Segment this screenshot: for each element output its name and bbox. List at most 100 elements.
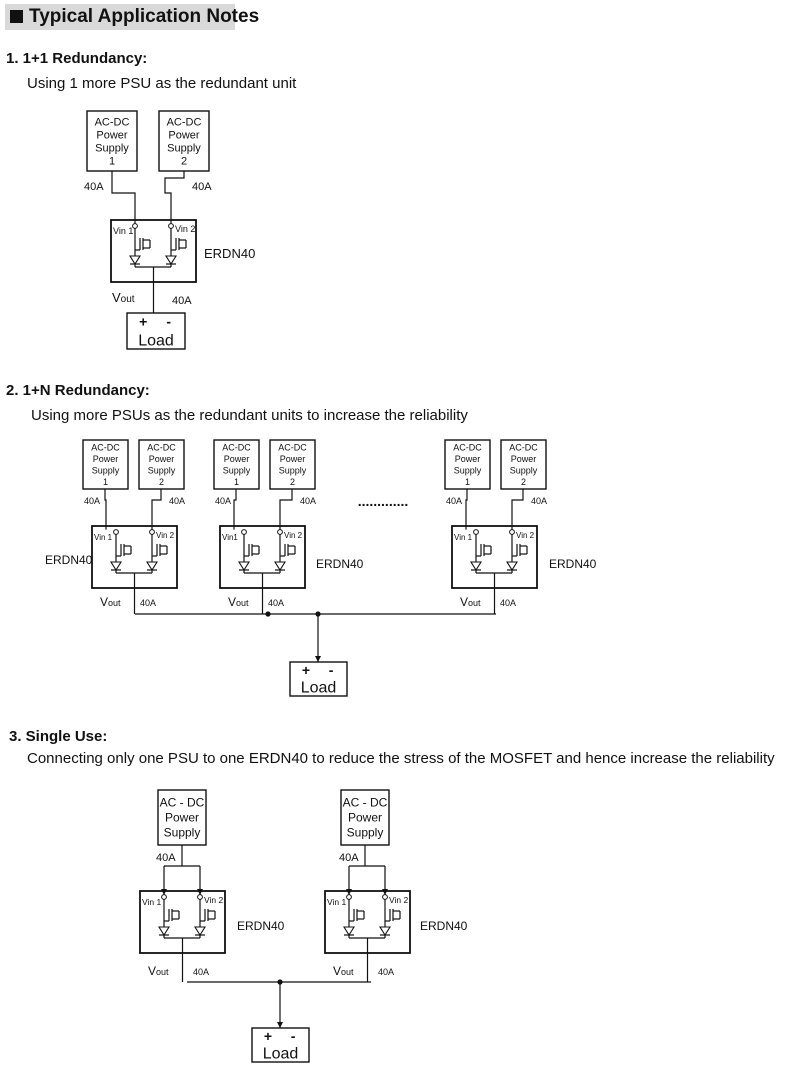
load-minus-label: - bbox=[329, 662, 334, 678]
vin2-terminal-icon bbox=[149, 529, 155, 535]
arrow-down-icon bbox=[277, 1022, 283, 1028]
current-label: 40A bbox=[531, 496, 547, 506]
vin2-label: Vin 2 bbox=[284, 531, 303, 540]
psu-label: Supply bbox=[164, 826, 201, 840]
psu-label: Power bbox=[224, 454, 250, 464]
module-label: ERDN40 bbox=[237, 919, 285, 933]
psu-label: 1 bbox=[234, 477, 239, 487]
vout-label: Vout bbox=[148, 964, 169, 978]
load-label: Load bbox=[263, 1046, 299, 1063]
header-square-icon bbox=[10, 10, 23, 23]
vout-sub: out bbox=[341, 967, 354, 977]
section-header: Typical Application Notes bbox=[5, 4, 259, 30]
psu-label: Supply bbox=[92, 465, 120, 475]
psu-box bbox=[269, 439, 316, 490]
vin2-label: Vin 2 bbox=[156, 531, 175, 540]
vin1-label: Vin 1 bbox=[327, 897, 346, 907]
current-label: 40A bbox=[84, 181, 104, 193]
wire bbox=[104, 489, 107, 530]
section-1-description: Using 1 more PSU as the redundant unit bbox=[27, 75, 297, 92]
vout-label: Vout bbox=[112, 290, 135, 305]
vout-sub: out bbox=[121, 294, 135, 305]
arrow-down-icon bbox=[346, 889, 352, 895]
psu-label: Power bbox=[165, 811, 199, 825]
psu-box bbox=[82, 439, 129, 490]
load-label: Load bbox=[301, 680, 337, 697]
psu-label: Power bbox=[93, 454, 119, 464]
psu-box bbox=[500, 439, 547, 490]
vout-label: Vout bbox=[333, 964, 354, 978]
load-box bbox=[251, 1027, 310, 1063]
module-label: ERDN40 bbox=[45, 553, 93, 567]
psu-box bbox=[213, 439, 260, 490]
psu-box bbox=[157, 789, 207, 846]
arrow-down-icon bbox=[197, 889, 203, 895]
vout-sub: out bbox=[236, 598, 249, 608]
ellipsis-label: ............. bbox=[358, 493, 409, 509]
current-label: 40A bbox=[156, 852, 176, 864]
psu-label: Power bbox=[511, 454, 537, 464]
vin1-terminal-icon bbox=[346, 894, 352, 900]
module-label: ERDN40 bbox=[549, 557, 597, 571]
vin1-label: Vin 1 bbox=[454, 533, 473, 542]
psu-label: Supply bbox=[454, 465, 482, 475]
vin1-terminal-icon bbox=[161, 894, 167, 900]
arrow-down-icon bbox=[161, 889, 167, 895]
vout-label: Vout bbox=[228, 595, 249, 609]
current-label: 40A bbox=[500, 598, 516, 608]
psu-label: AC-DC bbox=[167, 116, 202, 128]
vout-v: V bbox=[100, 595, 108, 609]
vout-v: V bbox=[112, 290, 121, 305]
psu-label: 2 bbox=[159, 477, 164, 487]
wire bbox=[279, 489, 293, 530]
vin2-terminal-icon bbox=[277, 529, 283, 535]
erdn40-module bbox=[139, 890, 226, 954]
current-label: 40A bbox=[300, 496, 316, 506]
current-label: 40A bbox=[215, 496, 231, 506]
arrow-down-icon bbox=[315, 656, 321, 662]
psu-label: Supply bbox=[347, 826, 384, 840]
current-label: 40A bbox=[378, 967, 394, 977]
psu-label: Power bbox=[96, 129, 128, 141]
load-label: Load bbox=[138, 332, 174, 349]
wire bbox=[233, 489, 237, 530]
psu-label: AC - DC bbox=[343, 796, 388, 810]
section-3-description: Connecting only one PSU to one ERDN40 to… bbox=[27, 750, 775, 767]
psu-label: 2 bbox=[181, 155, 187, 167]
psu-label: AC-DC bbox=[222, 442, 251, 452]
current-label: 40A bbox=[446, 496, 462, 506]
current-label: 40A bbox=[268, 598, 284, 608]
psu-label: 1 bbox=[465, 477, 470, 487]
vin1-label: Vin 1 bbox=[142, 897, 161, 907]
module-label: ERDN40 bbox=[204, 246, 255, 261]
current-label: 40A bbox=[192, 181, 212, 193]
psu-label: Supply bbox=[148, 465, 176, 475]
vin2-terminal-icon bbox=[197, 894, 203, 900]
vout-sub: out bbox=[156, 967, 169, 977]
vin1-terminal-icon bbox=[473, 529, 479, 535]
vin2-label: Vin 2 bbox=[389, 895, 408, 905]
psu-label: 2 bbox=[290, 477, 295, 487]
psu-label: 1 bbox=[109, 155, 115, 167]
wire bbox=[111, 171, 136, 224]
psu-label: Supply bbox=[223, 465, 251, 475]
vout-v: V bbox=[148, 964, 156, 978]
psu-label: AC-DC bbox=[91, 442, 120, 452]
psu-label: Power bbox=[348, 811, 382, 825]
psu-label: Power bbox=[455, 454, 481, 464]
current-label: 40A bbox=[339, 852, 359, 864]
section-2-title: 2. 1+N Redundancy: bbox=[6, 382, 150, 399]
vout-v: V bbox=[228, 595, 236, 609]
vin1-terminal-icon bbox=[241, 529, 247, 535]
current-label: 40A bbox=[172, 295, 192, 307]
vout-label: Vout bbox=[460, 595, 481, 609]
vout-label: Vout bbox=[100, 595, 121, 609]
psu-label: AC-DC bbox=[95, 116, 130, 128]
psu-box bbox=[86, 110, 138, 172]
vin1-label: Vin 1 bbox=[94, 533, 113, 542]
wire bbox=[164, 171, 185, 224]
module-label: ERDN40 bbox=[420, 919, 468, 933]
wire bbox=[151, 489, 162, 530]
page-title: Typical Application Notes bbox=[29, 6, 260, 27]
